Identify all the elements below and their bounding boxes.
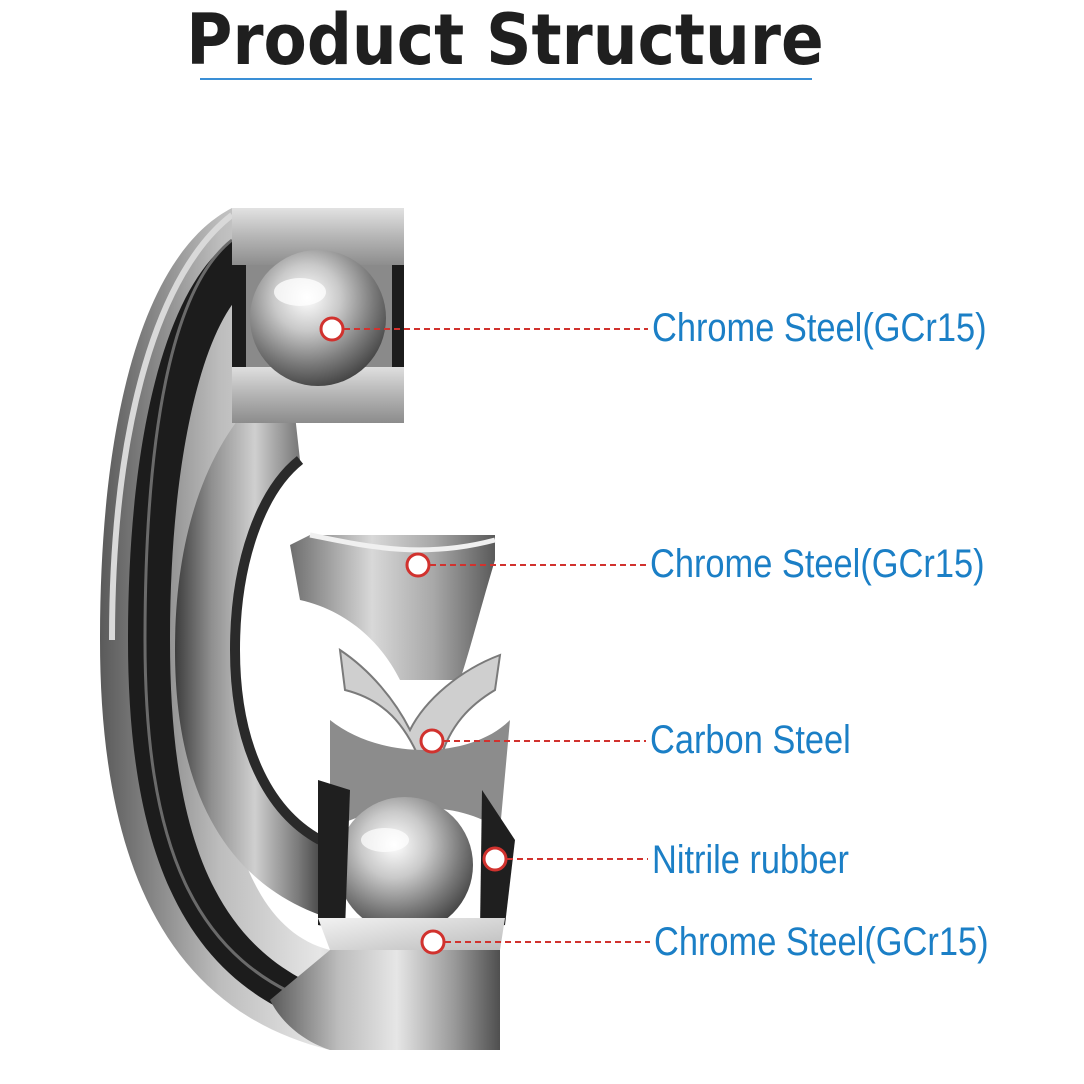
inner-bore — [175, 370, 320, 915]
callout-label-outer-ring: Chrome Steel(GCr15) — [654, 920, 989, 964]
seal-band — [128, 240, 340, 1025]
cage-section — [338, 647, 502, 761]
callout-marker-outer-ring — [420, 929, 446, 955]
callout-marker-inner-ring — [405, 552, 431, 578]
inner-ring-section — [290, 535, 495, 680]
callout-marker-cage — [419, 728, 445, 754]
callout-label-inner-ring: Chrome Steel(GCr15) — [650, 542, 985, 586]
title-underline — [200, 78, 812, 80]
callout-label-steel-ball: Chrome Steel(GCr15) — [652, 306, 987, 350]
callout-marker-seal — [482, 846, 508, 872]
page-title: Product Structure — [186, 0, 824, 81]
callout-label-cage: Carbon Steel — [650, 718, 851, 762]
outer-ring-body — [100, 208, 500, 1050]
callout-marker-steel-ball — [319, 316, 345, 342]
callout-label-seal: Nitrile rubber — [652, 838, 849, 882]
